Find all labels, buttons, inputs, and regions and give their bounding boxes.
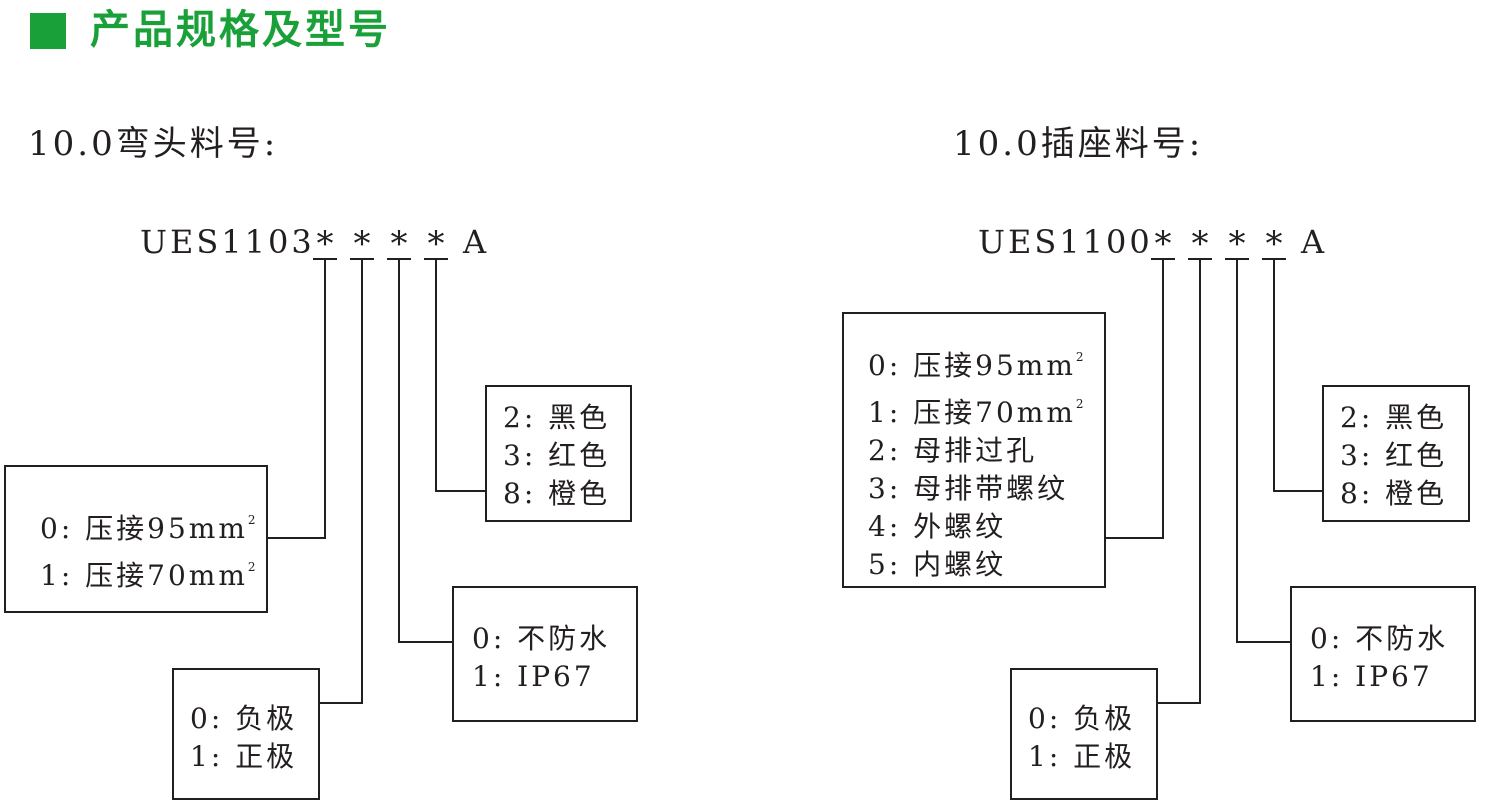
left-connector-waterproof	[398, 259, 452, 643]
left-wildcard-2: *	[353, 224, 371, 264]
option-line: 2: 黑色	[1340, 401, 1448, 434]
option-line: 3: 红色	[503, 439, 611, 472]
left-code-suffix: A	[463, 223, 490, 261]
left-color-box: 2: 黑色 3: 红色 8: 橙色	[485, 385, 632, 522]
right-color-box: 2: 黑色 3: 红色 8: 橙色	[1322, 385, 1470, 522]
right-code-prefix: UES1100	[978, 223, 1153, 261]
option-line: 3: 红色	[1340, 439, 1448, 472]
right-connector-polarity	[1158, 259, 1201, 704]
option-line: 1: 正极	[1028, 740, 1136, 773]
right-wildcard-2: *	[1191, 224, 1209, 264]
left-crimp-box: 0: 压接95mm2 1: 压接70mm2	[4, 465, 268, 613]
left-code-prefix: UES1103	[140, 223, 315, 261]
left-waterproof-box: 0: 不防水 1: IP67	[452, 586, 638, 722]
right-polarity-box: 0: 负极 1: 正极	[1010, 668, 1158, 800]
option-line: 0: 负极	[190, 702, 298, 735]
option-line: 5: 内螺纹	[868, 548, 1007, 581]
option-line: 3: 母排带螺纹	[868, 472, 1069, 505]
right-wildcard-4: *	[1265, 224, 1283, 264]
right-connector-terminal	[1106, 259, 1164, 539]
left-connector-color	[435, 259, 485, 492]
right-section-title: 10.0插座料号:	[953, 124, 1204, 164]
option-line: 8: 橙色	[1340, 477, 1448, 510]
option-line: 2: 黑色	[503, 401, 611, 434]
left-section-title: 10.0弯头料号:	[28, 124, 279, 164]
right-connector-color	[1273, 259, 1322, 492]
option-line: 8: 橙色	[503, 477, 611, 510]
option-line: 2: 母排过孔	[868, 434, 1038, 467]
right-wildcard-1: *	[1154, 224, 1172, 264]
right-connector-waterproof	[1236, 259, 1290, 643]
option-line: 1: 正极	[190, 740, 298, 773]
right-wildcard-3: *	[1228, 224, 1246, 264]
left-wildcard-4: *	[427, 224, 445, 264]
option-line: 0: 压接95mm2	[868, 349, 1084, 382]
option-line: 1: 压接70mm2	[868, 396, 1084, 429]
left-connector-crimp	[268, 259, 326, 539]
right-terminal-box: 0: 压接95mm2 1: 压接70mm2 2: 母排过孔 3: 母排带螺纹 4…	[842, 312, 1106, 588]
option-line: 0: 不防水	[1310, 622, 1449, 655]
option-line: 0: 负极	[1028, 702, 1136, 735]
right-code-suffix: A	[1301, 223, 1328, 261]
left-wildcard-1: *	[316, 224, 334, 264]
left-wildcard-3: *	[390, 224, 408, 264]
option-line: 1: IP67	[472, 660, 595, 693]
right-waterproof-box: 0: 不防水 1: IP67	[1290, 586, 1476, 722]
option-line: 1: 压接70mm2	[40, 559, 256, 592]
left-connector-polarity	[320, 259, 363, 704]
option-line: 0: 压接95mm2	[40, 512, 256, 545]
option-line: 0: 不防水	[472, 622, 611, 655]
page-title: 产品规格及型号	[90, 7, 391, 53]
left-polarity-box: 0: 负极 1: 正极	[172, 668, 320, 800]
option-line: 4: 外螺纹	[868, 510, 1007, 543]
option-line: 1: IP67	[1310, 660, 1433, 693]
header-square-icon	[30, 13, 66, 49]
